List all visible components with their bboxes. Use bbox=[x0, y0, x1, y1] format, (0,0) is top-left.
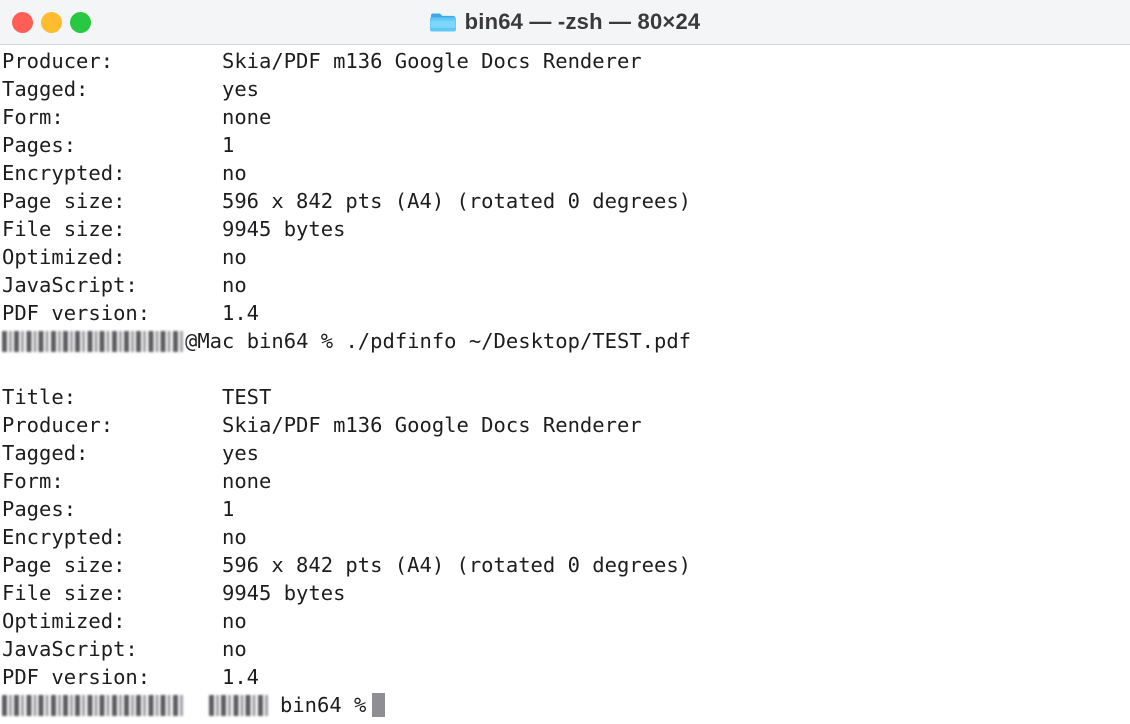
command-prompt-line: @Mac bin64 % ./pdfinfo ~/Desktop/TEST.pd… bbox=[2, 327, 1130, 355]
output-value: no bbox=[222, 245, 247, 269]
folder-icon bbox=[429, 13, 456, 32]
output-line: Pages: 1 bbox=[2, 131, 1130, 159]
output-line: Tagged: yes bbox=[2, 439, 1130, 467]
output-key: Page size: bbox=[2, 553, 126, 577]
output-key: Producer: bbox=[2, 413, 114, 437]
redacted-hostname bbox=[209, 694, 270, 716]
current-prompt-line[interactable]: bin64 % bbox=[2, 691, 1130, 719]
output-value: no bbox=[222, 161, 247, 185]
output-line: PDF version: 1.4 bbox=[2, 663, 1130, 691]
output-key: Pages: bbox=[2, 133, 77, 157]
window-titlebar[interactable]: bin64 — -zsh — 80×24 bbox=[0, 0, 1130, 45]
output-line: File size: 9945 bytes bbox=[2, 579, 1130, 607]
output-key: PDF version: bbox=[2, 301, 151, 325]
close-button-icon[interactable] bbox=[12, 11, 33, 33]
output-key: PDF version: bbox=[2, 665, 151, 689]
output-key: Pages: bbox=[2, 497, 77, 521]
output-value: yes bbox=[222, 441, 260, 465]
window-title-group: bin64 — -zsh — 80×24 bbox=[0, 0, 1130, 44]
output-value: 1 bbox=[222, 133, 235, 157]
output-line: Tagged: yes bbox=[2, 75, 1130, 103]
text-cursor bbox=[372, 693, 386, 717]
output-line: Form: none bbox=[2, 103, 1130, 131]
output-value: 596 x 842 pts (A4) (rotated 0 degrees) bbox=[222, 553, 691, 577]
output-value: 9945 bytes bbox=[222, 217, 346, 241]
terminal-output: Producer: Skia/PDF m136 Google Docs Rende… bbox=[2, 47, 1130, 724]
output-value: yes bbox=[222, 77, 260, 101]
output-key: Title: bbox=[2, 385, 77, 409]
command-prompt-text: @Mac bin64 % ./pdfinfo ~/Desktop/TEST.pd… bbox=[185, 329, 692, 353]
redacted-username bbox=[2, 330, 185, 352]
output-value: 1 bbox=[222, 497, 235, 521]
output-line: Optimized: no bbox=[2, 607, 1130, 635]
output-key: JavaScript: bbox=[2, 637, 138, 661]
output-key: Optimized: bbox=[2, 609, 126, 633]
output-key: Optimized: bbox=[2, 245, 126, 269]
output-value: 596 x 842 pts (A4) (rotated 0 degrees) bbox=[222, 189, 691, 213]
terminal-content[interactable]: Producer: Skia/PDF m136 Google Docs Rende… bbox=[0, 45, 1130, 724]
output-line: Producer: Skia/PDF m136 Google Docs Rende… bbox=[2, 411, 1130, 439]
output-key: Page size: bbox=[2, 189, 126, 213]
output-key: File size: bbox=[2, 581, 126, 605]
output-line: Optimized: no bbox=[2, 243, 1130, 271]
output-value: none bbox=[222, 469, 272, 493]
window-title: bin64 — -zsh — 80×24 bbox=[464, 9, 701, 34]
current-prompt-text: bin64 % bbox=[280, 693, 367, 717]
output-value: no bbox=[222, 525, 247, 549]
output-line: JavaScript: no bbox=[2, 271, 1130, 299]
output-line: Encrypted: no bbox=[2, 159, 1130, 187]
output-value: no bbox=[222, 637, 247, 661]
output-key: Form: bbox=[2, 469, 64, 493]
output-value: Skia/PDF m136 Google Docs Renderer bbox=[222, 49, 642, 73]
output-value: TEST bbox=[222, 385, 272, 409]
output-value: no bbox=[222, 273, 247, 297]
minimize-button-icon[interactable] bbox=[41, 11, 62, 33]
output-line: PDF version: 1.4 bbox=[2, 299, 1130, 327]
output-value: 1.4 bbox=[222, 665, 260, 689]
output-key: Encrypted: bbox=[2, 161, 126, 185]
blank-line bbox=[2, 355, 1130, 383]
output-line: Pages: 1 bbox=[2, 495, 1130, 523]
output-value: 1.4 bbox=[222, 301, 260, 325]
output-value: none bbox=[222, 105, 272, 129]
output-value: Skia/PDF m136 Google Docs Renderer bbox=[222, 413, 642, 437]
window-controls bbox=[12, 0, 91, 44]
output-key: Form: bbox=[2, 105, 64, 129]
output-line: File size: 9945 bytes bbox=[2, 215, 1130, 243]
output-line: JavaScript: no bbox=[2, 635, 1130, 663]
output-value: 9945 bytes bbox=[222, 581, 346, 605]
output-line: Title: TEST bbox=[2, 383, 1130, 411]
output-key: Producer: bbox=[2, 49, 114, 73]
output-line: Producer: Skia/PDF m136 Google Docs Rende… bbox=[2, 47, 1130, 75]
output-line: Encrypted: no bbox=[2, 523, 1130, 551]
zoom-button-icon[interactable] bbox=[70, 11, 91, 33]
output-key: Tagged: bbox=[2, 441, 89, 465]
output-key: Encrypted: bbox=[2, 525, 126, 549]
output-key: JavaScript: bbox=[2, 273, 138, 297]
output-value: no bbox=[222, 609, 247, 633]
output-key: File size: bbox=[2, 217, 126, 241]
output-key: Tagged: bbox=[2, 77, 89, 101]
output-line: Page size: 596 x 842 pts (A4) (rotated 0 … bbox=[2, 187, 1130, 215]
output-line: Form: none bbox=[2, 467, 1130, 495]
redacted-username bbox=[2, 694, 185, 716]
output-line: Page size: 596 x 842 pts (A4) (rotated 0 … bbox=[2, 551, 1130, 579]
